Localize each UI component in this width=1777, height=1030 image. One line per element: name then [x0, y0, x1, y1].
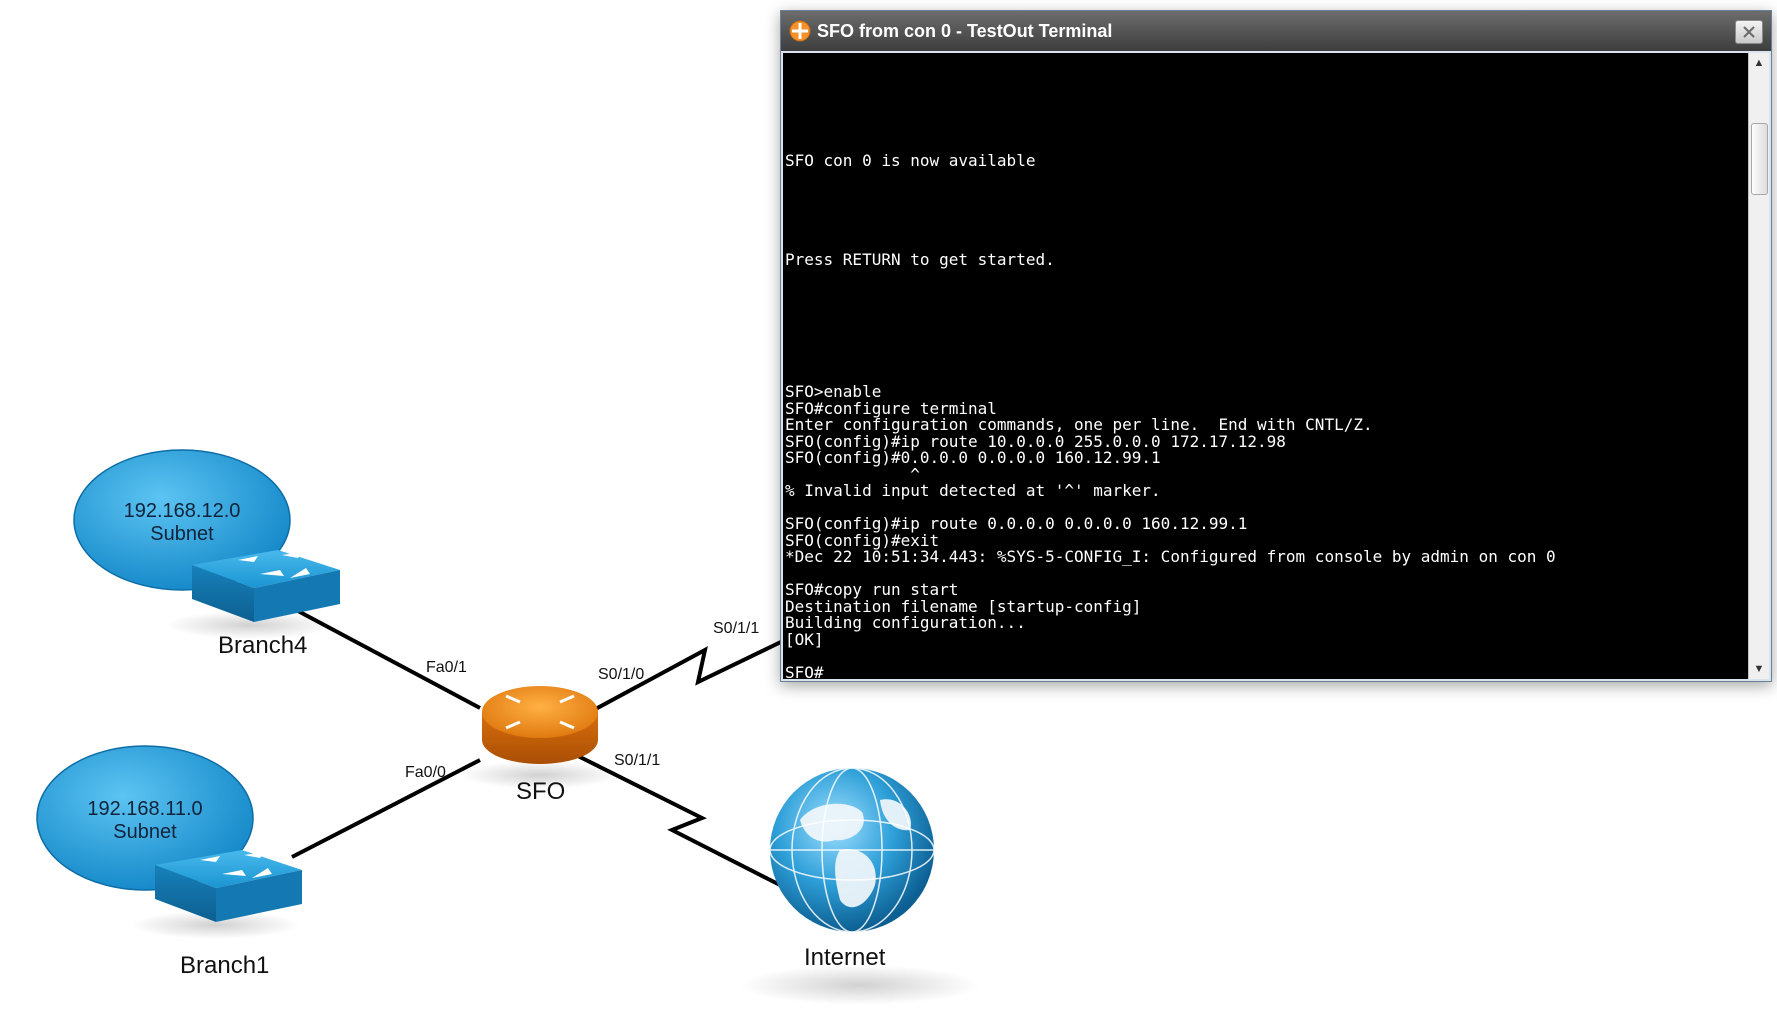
branch4-subnet-label: 192.168.12.0 Subnet [112, 500, 252, 546]
terminal-line: Press RETURN to get started. [785, 250, 1055, 269]
branch1-subnet-cloud[interactable] [36, 745, 254, 891]
terminal-line [785, 368, 1556, 385]
sfo-router-icon[interactable] [460, 686, 620, 789]
terminal-cursor: _ [823, 662, 834, 679]
branch4-subnet-cloud[interactable] [73, 449, 291, 591]
branch1-subnet-label: 192.168.11.0 Subnet [75, 798, 215, 844]
arrow-down-icon: ▼ [1753, 663, 1765, 675]
close-button[interactable] [1735, 20, 1763, 44]
terminal-line: [OK] [785, 629, 824, 649]
terminal-line [785, 269, 1556, 286]
branch4-subnet-ip: 192.168.12.0 [123, 500, 241, 522]
interface-label-fa00: Fa0/0 [405, 764, 446, 781]
terminal-line [785, 335, 1556, 352]
interface-label-s011-remote: S0/1/1 [713, 620, 760, 637]
branch1-name-label: Branch1 [180, 952, 270, 979]
terminal-line: SFO#configure terminal [785, 398, 997, 418]
terminal-line [785, 170, 1556, 187]
terminal-line [785, 351, 1556, 368]
branch4-subnet-text: Subnet [150, 523, 214, 545]
link-sfo-serial-s010 [589, 638, 786, 714]
branch1-subnet-text: Subnet [113, 821, 177, 843]
branch4-name-label: Branch4 [218, 632, 308, 659]
terminal-line: SFO(config)#exit [785, 530, 940, 550]
terminal-line: SFO(config)#ip route 10.0.0.0 255.0.0.0 … [785, 431, 1286, 451]
terminal-line [785, 648, 1556, 665]
scroll-up-button[interactable]: ▲ [1749, 53, 1769, 73]
scroll-down-button[interactable]: ▼ [1749, 659, 1769, 679]
terminal-line: Destination filename [startup-config] [785, 596, 1142, 616]
link-sfo-internet [577, 754, 781, 887]
terminal-line: Building configuration... [785, 613, 1026, 632]
terminal-line: SFO#copy run start [785, 580, 959, 599]
sfo-router-label: SFO [516, 778, 566, 805]
network-links [291, 609, 786, 887]
terminal-window[interactable]: SFO from con 0 - TestOut Terminal SFO co… [780, 10, 1772, 682]
branch4-switch-icon[interactable] [165, 550, 340, 639]
terminal-line: SFO#_ [785, 662, 1556, 679]
internet-label: Internet [804, 944, 886, 971]
scrollbar-thumb[interactable] [1751, 123, 1768, 195]
terminal-line: ^ [785, 464, 920, 484]
close-icon [1743, 26, 1755, 38]
terminal-line: *Dec 22 10:51:34.443: %SYS-5-CONFIG_I: C… [785, 547, 1556, 566]
branch1-switch-icon[interactable] [130, 850, 302, 939]
terminal-line [785, 285, 1556, 302]
terminal-title-bar[interactable]: SFO from con 0 - TestOut Terminal [781, 11, 1771, 51]
terminal-line [785, 186, 1556, 203]
terminal-scrollbar[interactable]: ▲ ▼ [1748, 53, 1769, 679]
interface-label-s010: S0/1/0 [598, 666, 645, 683]
terminal-line [785, 318, 1556, 335]
interface-label-fa01: Fa0/1 [426, 659, 467, 676]
terminal-line: SFO(config)#ip route 0.0.0.0 0.0.0.0 160… [785, 514, 1248, 533]
arrow-up-icon: ▲ [1753, 57, 1765, 69]
terminal-line: SFO>enable [785, 382, 882, 401]
testout-logo-icon [789, 20, 811, 47]
terminal-title: SFO from con 0 - TestOut Terminal [817, 21, 1113, 41]
terminal-line: SFO(config)#0.0.0.0 0.0.0.0 160.12.99.1 [785, 448, 1161, 467]
terminal-line [785, 219, 1556, 236]
terminal-line: SFO con 0 is now available [785, 151, 1036, 170]
branch1-subnet-ip: 192.168.11.0 [87, 798, 203, 820]
terminal-line [785, 203, 1556, 220]
internet-globe-icon[interactable] [740, 767, 980, 1005]
terminal-line: Enter configuration commands, one per li… [785, 415, 1373, 434]
terminal-line: % Invalid input detected at '^' marker. [785, 481, 1161, 500]
interface-label-s011-router: S0/1/1 [614, 752, 661, 769]
terminal-line [785, 302, 1556, 319]
link-branch1-sfo [291, 758, 481, 859]
